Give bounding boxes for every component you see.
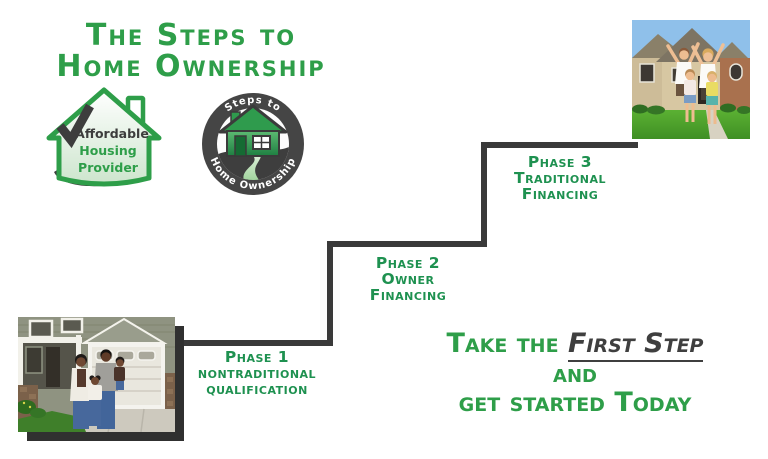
cta-closing-text: get started Today [458, 387, 692, 418]
cta-conjunction-text: and [553, 359, 597, 388]
phase-1-title: Phase 1 [224, 348, 290, 366]
phase-2-label: Phase 2 Owner Financing [332, 255, 484, 303]
house-outline-icon [46, 87, 162, 187]
family-figures [666, 42, 725, 124]
badge-house-icon [218, 104, 288, 157]
stair-step-1-horizontal [170, 340, 333, 346]
cta-line-1: Take the First Step [402, 328, 748, 362]
stair-step-2-riser [481, 142, 487, 247]
checkmark-icon [56, 103, 94, 149]
family-figures [70, 349, 125, 429]
phase-2-title: Phase 2 [375, 254, 441, 272]
ahp-logo-text-2: Housing [79, 143, 137, 158]
ahp-logo-text-3: Provider [78, 160, 139, 175]
ahp-logo-text-1: Affordable [75, 126, 149, 141]
phase-3-title: Phase 3 [527, 153, 593, 171]
steps-to-home-ownership-badge: Steps to Home Ownership [202, 93, 304, 195]
phase-2-line-3: Financing [369, 286, 447, 304]
title-line-2: Home Ownership [56, 49, 326, 84]
winding-path-icon [228, 147, 262, 180]
phase-1-line-2: nontraditional [197, 364, 317, 382]
phase-3-line-2: Traditional [514, 169, 606, 187]
cta-lead-text: Take the [446, 328, 559, 359]
affordable-housing-provider-logo: Affordable Housing Provider [46, 87, 162, 187]
call-to-action: Take the First Step and get started Toda… [402, 328, 748, 418]
phase-3-label: Phase 3 Traditional Financing [484, 154, 636, 202]
title-line-1: The Steps to [85, 18, 297, 53]
family-celebrating-photo [632, 20, 750, 139]
family-in-front-of-home-photo [18, 317, 175, 432]
phase-3-line-3: Financing [521, 185, 599, 203]
stair-step-1-riser [327, 241, 333, 346]
stair-step-3-horizontal [481, 142, 638, 148]
cta-first-step-text: First Step [567, 328, 704, 362]
phase-1-label: Phase 1 nontraditional qualification [178, 349, 336, 397]
stair-step-2-horizontal [327, 241, 487, 247]
phase-2-line-2: Owner [381, 270, 435, 288]
page-title: The Steps to Home Ownership [5, 20, 377, 82]
phase-1-line-3: qualification [206, 380, 308, 398]
